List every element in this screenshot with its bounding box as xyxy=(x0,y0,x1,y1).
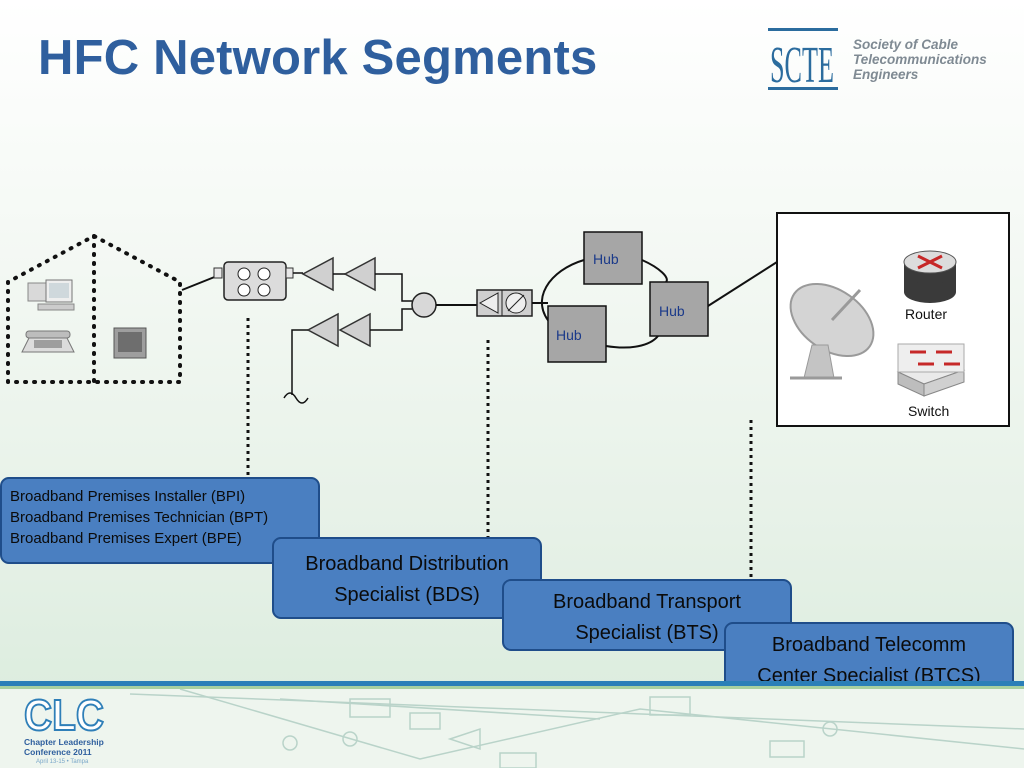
hub-icon: Hub xyxy=(649,281,709,337)
premises-segment-box: Broadband Premises Installer (BPI) Broad… xyxy=(0,477,320,564)
footer-bar xyxy=(0,681,1024,686)
hub-label: Hub xyxy=(593,251,619,267)
switch-label: Switch xyxy=(908,403,949,419)
clc-line: Chapter Leadership xyxy=(24,737,104,747)
hub-label: Hub xyxy=(659,303,685,319)
clc-logo: CLC xyxy=(23,692,105,736)
scte-logo: SCTE xyxy=(768,28,838,94)
splitter-icon xyxy=(411,292,437,318)
logo-line: Society of Cable xyxy=(853,37,959,52)
logo-line: Telecommunications xyxy=(853,52,987,67)
premises-role: Broadband Premises Expert (BPE) xyxy=(10,530,242,547)
amplifier-icon xyxy=(306,312,371,348)
hub-icon: Hub xyxy=(547,305,607,363)
tap-icon xyxy=(223,261,287,301)
distribution-line: Specialist (BDS) xyxy=(334,584,480,606)
clc-caption: Chapter Leadership Conference 2011 xyxy=(24,737,104,757)
transport-line: Broadband Transport xyxy=(553,591,741,613)
satellite-dish-icon xyxy=(789,282,875,380)
distribution-line: Broadband Distribution xyxy=(305,553,509,575)
transport-line: Specialist (BTS) xyxy=(575,622,719,644)
distribution-segment-box: Broadband Distribution Specialist (BDS) xyxy=(272,537,542,619)
clc-dates: April 13-15 • Tampa xyxy=(36,759,89,765)
premises-role: Broadband Premises Technician (BPT) xyxy=(10,509,269,526)
hfc-diagram: Hub Hub Hub Router Switch xyxy=(6,212,1010,580)
clc-mark: CLC xyxy=(24,692,104,736)
optical-node-icon xyxy=(476,289,533,317)
page-title: HFC Network Segments xyxy=(38,31,598,85)
router-icon xyxy=(903,250,957,303)
telecomm-line: Broadband Telecomm xyxy=(771,634,967,656)
router-label: Router xyxy=(905,306,947,322)
scte-logo-text: Society of Cable Telecommunications Engi… xyxy=(853,37,987,82)
switch-icon xyxy=(896,343,966,397)
hub-icon: Hub xyxy=(583,231,643,285)
television-icon xyxy=(113,327,147,359)
house-outline xyxy=(6,233,182,384)
premises-role: Broadband Premises Installer (BPI) xyxy=(10,488,246,505)
clc-line: Conference 2011 xyxy=(24,747,92,757)
hub-label: Hub xyxy=(556,327,582,343)
segment-dividers xyxy=(246,318,753,580)
scte-mark: SCTE xyxy=(770,37,834,94)
blueprint-pattern xyxy=(129,688,1024,769)
computer-icon xyxy=(27,279,75,311)
footer-bar-accent xyxy=(0,686,1024,689)
telephone-icon xyxy=(21,330,75,353)
footer-blueprint xyxy=(0,688,1024,769)
hub-ring xyxy=(540,259,668,349)
logo-line: Engineers xyxy=(853,67,919,82)
